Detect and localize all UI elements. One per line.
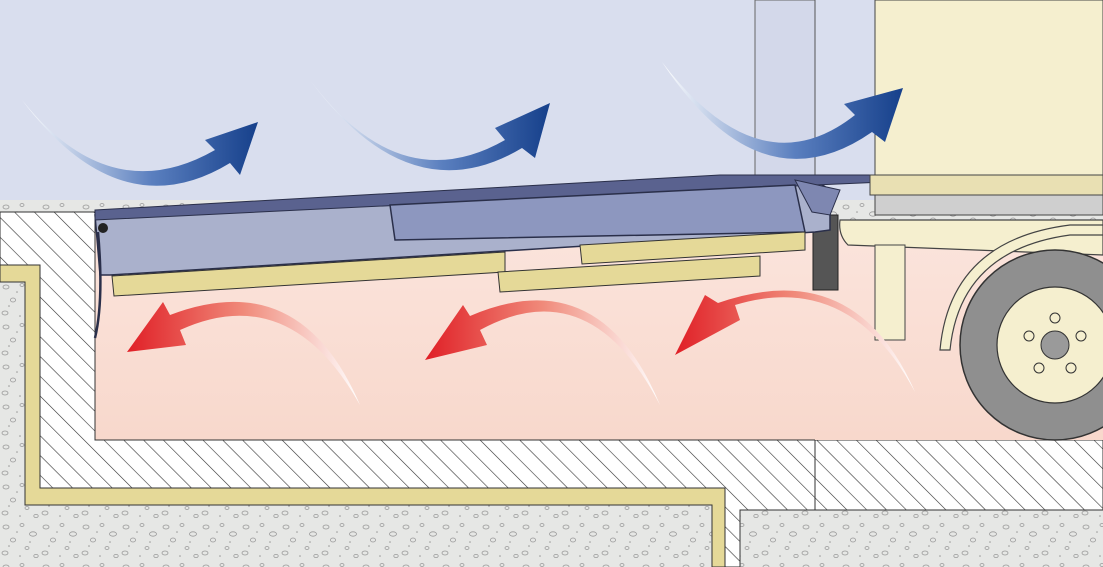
trailer-rear-sill <box>869 174 1103 196</box>
trailer-body <box>874 0 1103 196</box>
wheel-fender <box>939 224 1103 351</box>
hinge-pin-icon <box>98 223 108 233</box>
drive-hatch <box>814 439 1103 511</box>
warm-air-arrow <box>425 300 660 405</box>
hinge-flap <box>93 231 102 339</box>
pit-insulation <box>0 264 726 567</box>
trailer-post <box>874 244 906 341</box>
truck-wheel-icon <box>959 249 1103 441</box>
cool-air-arrow <box>662 62 903 159</box>
warm-air-arrow <box>127 301 360 405</box>
cool-air-arrow <box>22 100 258 186</box>
leveler-lip <box>794 179 841 216</box>
insulated-panel <box>497 255 761 293</box>
warm-air-arrow <box>675 290 915 392</box>
cool-air-arrow <box>310 80 550 171</box>
trailer-frame <box>874 194 1103 216</box>
insulated-panel <box>579 231 806 265</box>
